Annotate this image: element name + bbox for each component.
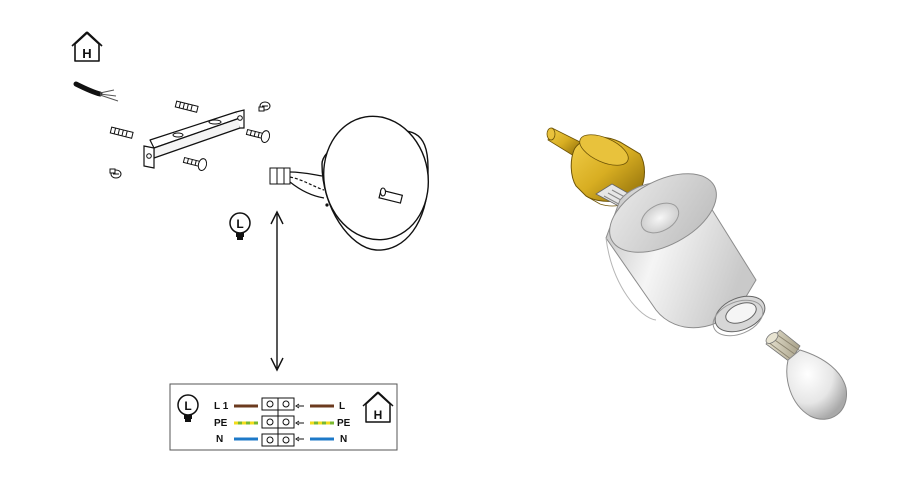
mounting-bracket [143, 109, 245, 169]
mains-cable [73, 81, 119, 102]
wire-label-left: N [216, 434, 223, 445]
wall-plug-icon [109, 126, 134, 139]
house-symbol-letter: H [82, 46, 91, 61]
wire-label-right: PE [337, 418, 351, 429]
wire-label-right: N [340, 434, 347, 445]
lamp-symbol-letter: L [236, 217, 243, 231]
lamp-symbol-icon: L [229, 212, 251, 240]
terminal-block [261, 397, 295, 447]
canopy [321, 115, 430, 251]
lamp-symbol-letter: L [184, 399, 191, 413]
house-symbol-icon: H [71, 31, 103, 62]
screw-icon [245, 128, 271, 143]
cylinder-shade [605, 173, 757, 329]
light-bulb [765, 329, 847, 420]
lamp-symbol-icon: L [177, 394, 199, 422]
wire-label-left: L 1 [214, 401, 229, 412]
house-symbol-letter: H [374, 408, 383, 422]
small-screw-icon [109, 168, 122, 179]
double-arrow-icon [270, 210, 284, 372]
small-screw-icon [258, 101, 271, 112]
wire-label-left: PE [214, 418, 228, 429]
wall-plug-icon [174, 100, 199, 113]
screw-icon [182, 156, 208, 171]
terminal-connector [269, 167, 325, 199]
wiring-diagram: L H L 1 L PE PE [169, 383, 398, 451]
house-symbol-icon: H [362, 391, 394, 423]
threaded-ring [712, 295, 766, 337]
wire-label-right: L [339, 401, 345, 412]
